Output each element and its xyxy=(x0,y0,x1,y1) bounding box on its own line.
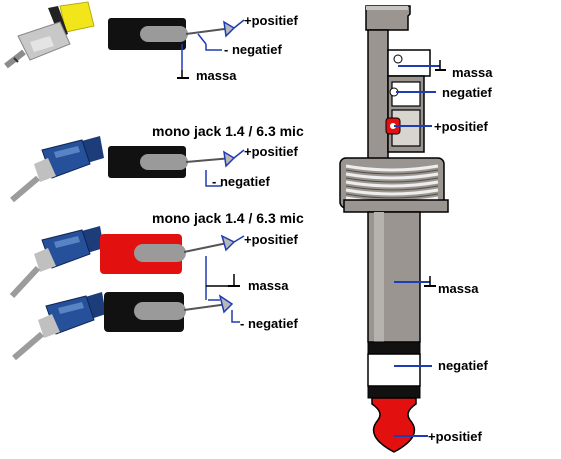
mono-jack-photo-3 xyxy=(12,292,106,361)
plug-massa-label: massa xyxy=(438,281,479,296)
right-annotations: massa negatief +positief massa negatief … xyxy=(394,60,493,444)
jack-cross-section xyxy=(339,5,449,453)
mono1-tip-label: +positief xyxy=(244,144,298,159)
tip-diamond-icon xyxy=(223,20,236,38)
tip-diamond-icon xyxy=(220,234,236,252)
socket-massa-label: massa xyxy=(452,65,493,80)
stereo-jack-photo xyxy=(4,1,95,69)
mono-cable-schematic-1: mono jack 1.4 / 6.3 mic +positief - nega… xyxy=(108,123,304,189)
stereo-cable-schematic: +positief - negatief massa xyxy=(108,13,298,83)
plug-positief-label: +positief xyxy=(428,429,482,444)
mono-title-1: mono jack 1.4 / 6.3 mic xyxy=(152,123,304,139)
mono-jack-photo-1 xyxy=(10,136,104,203)
plug-negatief-label: negatief xyxy=(438,358,489,373)
mono-cable-schematic-2: mono jack 1.4 / 6.3 mic +positief massa … xyxy=(100,210,304,332)
tip-diamond-icon xyxy=(218,294,234,314)
mono2-ground-label: massa xyxy=(248,278,289,293)
mono2-sleeve-label: - negatief xyxy=(240,316,298,331)
stereo-tip-label: +positief xyxy=(244,13,298,28)
mono-title-2: mono jack 1.4 / 6.3 mic xyxy=(152,210,304,226)
stereo-sleeve-label: massa xyxy=(196,68,237,83)
tip-diamond-icon xyxy=(223,150,236,168)
mono1-sleeve-label: - negatief xyxy=(212,174,270,189)
stereo-ring-label: - negatief xyxy=(224,42,282,57)
mono-jack-photo-2 xyxy=(9,226,104,299)
mono2-tip-label: +positief xyxy=(244,232,298,247)
socket-negatief-label: negatief xyxy=(442,85,493,100)
socket-positief-label: +positief xyxy=(434,119,488,134)
